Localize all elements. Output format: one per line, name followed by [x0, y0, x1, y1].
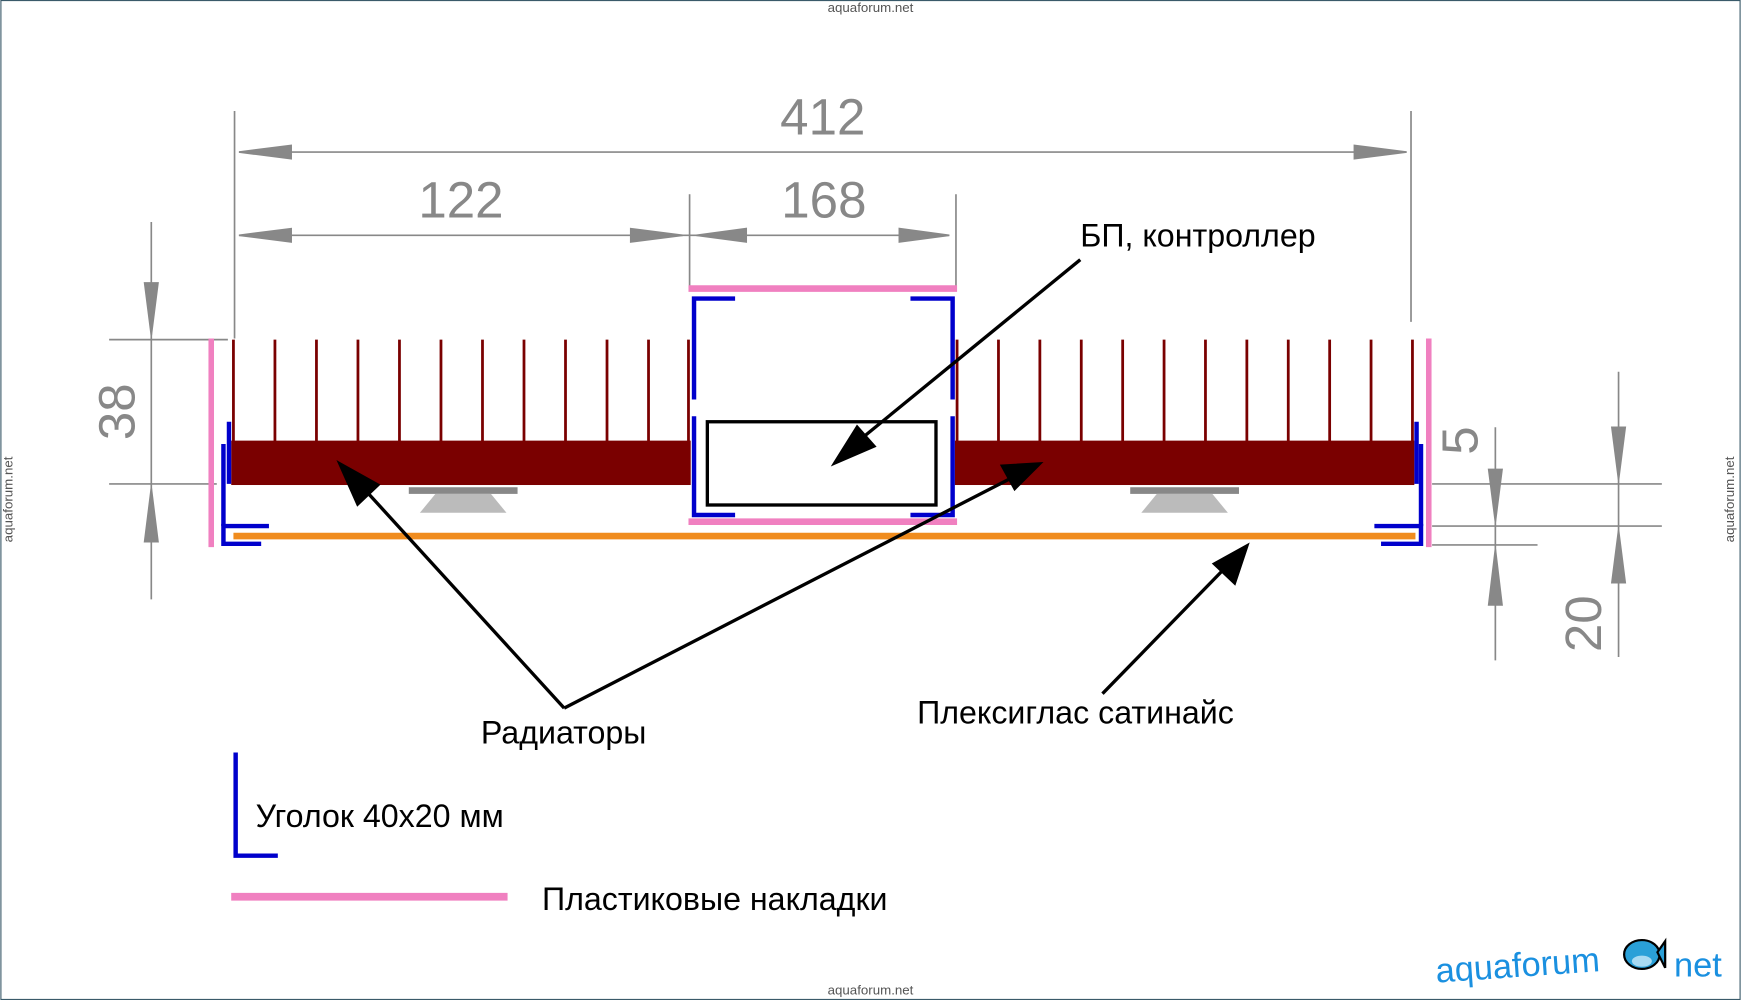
dimension-gap-small: 5 — [1432, 426, 1489, 454]
label-plexiglass: Плексиглас сатинайс — [917, 695, 1234, 731]
radiator-fins — [232, 339, 1414, 444]
dimension-left-width: 122 — [418, 172, 503, 229]
fish-icon — [1622, 937, 1667, 971]
watermark-top: aquaforum.net — [828, 0, 914, 15]
label-radiators: Радиаторы — [481, 715, 646, 751]
dimension-height: 38 — [89, 383, 146, 440]
legend-angle-label: Уголок 40x20 мм — [256, 798, 504, 834]
mount-right — [1130, 487, 1239, 513]
psu-controller-box — [705, 420, 938, 507]
logo-word-net: net — [1674, 947, 1722, 985]
pointer-arrows — [336, 258, 1250, 710]
legend-angle-icon — [233, 752, 278, 858]
dimension-center-width: 168 — [781, 172, 866, 229]
mount-left — [408, 487, 518, 513]
dimension-lines — [109, 110, 1662, 661]
aquaforum-logo: aquaforum net — [1434, 937, 1722, 991]
watermark-bottom: aquaforum.net — [828, 982, 914, 997]
radiator-left — [231, 440, 691, 486]
angle-profiles-sides — [221, 421, 1424, 547]
label-psu-controller: БП, контроллер — [1080, 217, 1315, 253]
dimension-total-width: 412 — [780, 88, 865, 145]
dimension-gap-bottom: 20 — [1555, 595, 1612, 652]
watermark-left: aquaforum.net — [1, 456, 16, 542]
legend-pad-label: Пластиковые накладки — [542, 881, 888, 917]
watermark-right: aquaforum.net — [1722, 456, 1737, 542]
